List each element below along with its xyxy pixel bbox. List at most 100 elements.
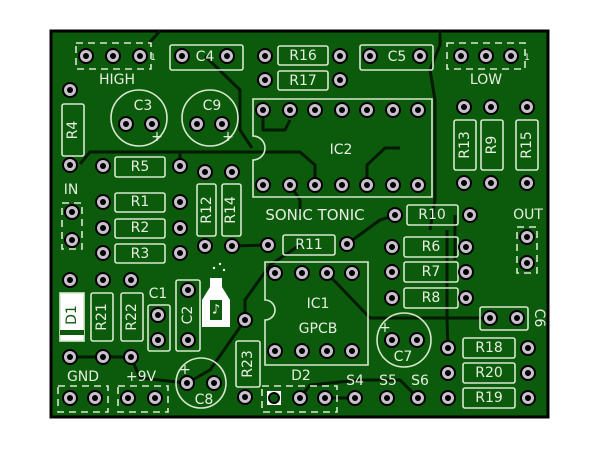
drill-hole [202,243,208,249]
drill-hole [297,395,303,401]
drill-hole [324,270,330,276]
drill-hole [312,182,318,188]
drill-hole [265,242,271,248]
r22-label: R22 [124,303,140,331]
c8-polarity: + [179,362,191,378]
s4-label: S4 [346,373,364,389]
r14-label: R14 [223,196,239,224]
drill-hole [415,395,421,401]
drill-hole [337,53,343,59]
drill-hole [177,163,183,169]
drill-hole [100,225,106,231]
drill-hole [312,107,318,113]
drill-hole [488,180,494,186]
drill-hole [525,345,531,351]
r11-label: R11 [295,237,323,253]
drill-hole [445,345,451,351]
drill-hole [525,370,531,376]
drill-hole [524,104,530,110]
r19-label: R19 [475,390,503,406]
drill-hole [414,337,420,343]
drill-hole [211,380,217,386]
drill-hole [272,348,278,354]
s5-label: S5 [379,373,397,389]
drill-hole [487,315,493,321]
drill-hole [260,182,266,188]
drill-hole [349,348,355,354]
r16-label: R16 [289,48,317,64]
drill-hole [524,234,530,240]
drill-hole [488,104,494,110]
drill-hole [445,370,451,376]
drill-hole [463,244,469,250]
drill-hole [185,337,191,343]
r6-label: R6 [422,239,441,255]
drill-hole [100,277,106,283]
drill-hole [100,354,106,360]
drill-hole [67,87,73,93]
drill-hole [155,312,161,318]
drill-hole [67,395,73,401]
drill-hole [299,348,305,354]
drill-hole [324,348,330,354]
drill-hole [125,395,131,401]
drill-hole [83,53,89,59]
drill-hole [364,182,370,188]
r12-label: R12 [199,196,215,224]
d2-label: D2 [291,368,311,384]
drill-hole [137,53,143,59]
drill-hole [299,270,305,276]
r3-label: R3 [131,246,150,262]
r4-label: R4 [65,121,81,140]
drill-hole [202,169,208,175]
drill-hole [177,225,183,231]
drill-hole [352,395,358,401]
drill-hole [177,199,183,205]
header-gnd-label: GND [67,369,99,385]
drill-hole [339,182,345,188]
drill-hole [128,354,134,360]
pin1-marker: 1 [150,53,156,63]
silkscreen-outlines [57,42,539,413]
board-title: SONIC TONIC [265,206,364,224]
drill-hole [463,295,469,301]
drill-hole [508,53,514,59]
drill-hole [100,250,106,256]
c5-label: C5 [388,49,407,65]
drill-hole [194,121,200,127]
drill-hole [242,394,248,400]
drill-hole [389,337,395,343]
c7-polarity: + [379,320,391,336]
drill-hole [458,53,464,59]
drill-hole [389,295,395,301]
r1-label: R1 [131,194,150,210]
drill-hole [123,121,129,127]
header-out-label: OUT [513,207,543,223]
drill-hole [392,212,398,218]
labels: HIGH 1 LOW 1 IN OUT GND +9V SONIC TONIC … [64,48,547,408]
drill-hole [390,182,396,188]
drill-hole [524,180,530,186]
c1-label: C1 [149,286,168,302]
drill-hole [67,354,73,360]
drill-hole [344,241,350,247]
drill-hole [461,180,467,186]
r13-label: R13 [457,131,473,159]
drill-hole [525,395,531,401]
drill-hole [219,121,225,127]
pin1-marker: 1 [524,53,530,63]
drill-hole [287,107,293,113]
drill-hole [69,237,75,243]
r5-label: R5 [131,159,150,175]
c9-polarity: + [222,129,234,145]
drill-hole [128,277,134,283]
drill-hole [262,77,268,83]
drill-hole [524,260,530,266]
c3-label: C3 [134,98,153,114]
header-in-label: IN [64,182,79,198]
drill-hole [155,337,161,343]
r23-label: R23 [240,350,256,378]
header-low-label: LOW [470,72,502,88]
drill-hole [390,107,396,113]
